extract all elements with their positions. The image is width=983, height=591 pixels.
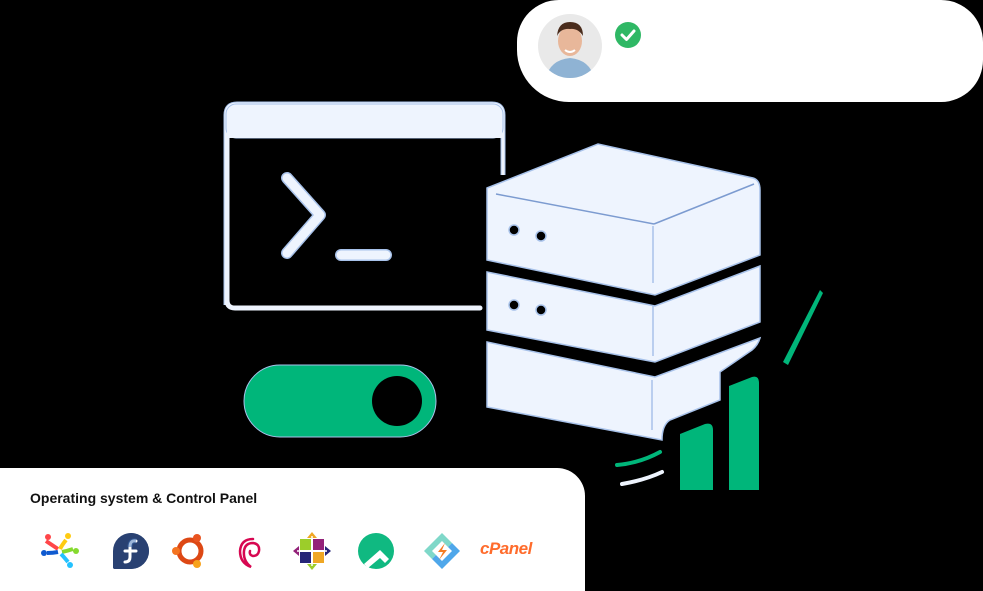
debian-icon[interactable]: [231, 531, 271, 571]
growth-bars-icon: [615, 290, 823, 490]
fedora-icon[interactable]: [111, 531, 151, 571]
cpanel-icon[interactable]: cPanel: [480, 539, 532, 558]
rocky-linux-icon[interactable]: [356, 531, 396, 571]
os-panel-title: Operating system & Control Panel: [30, 490, 258, 506]
almalinux-icon[interactable]: [40, 531, 80, 571]
cyberpanel-icon[interactable]: [422, 531, 462, 571]
centos-icon[interactable]: [292, 531, 332, 571]
check-circle-icon: [615, 22, 641, 48]
toggle-switch[interactable]: [243, 364, 437, 438]
os-control-panel-card: [0, 468, 585, 591]
terminal-window-icon: [223, 101, 506, 311]
ubuntu-icon[interactable]: [170, 531, 210, 571]
avatar: [538, 14, 602, 78]
server-stack-icon: [486, 143, 762, 441]
